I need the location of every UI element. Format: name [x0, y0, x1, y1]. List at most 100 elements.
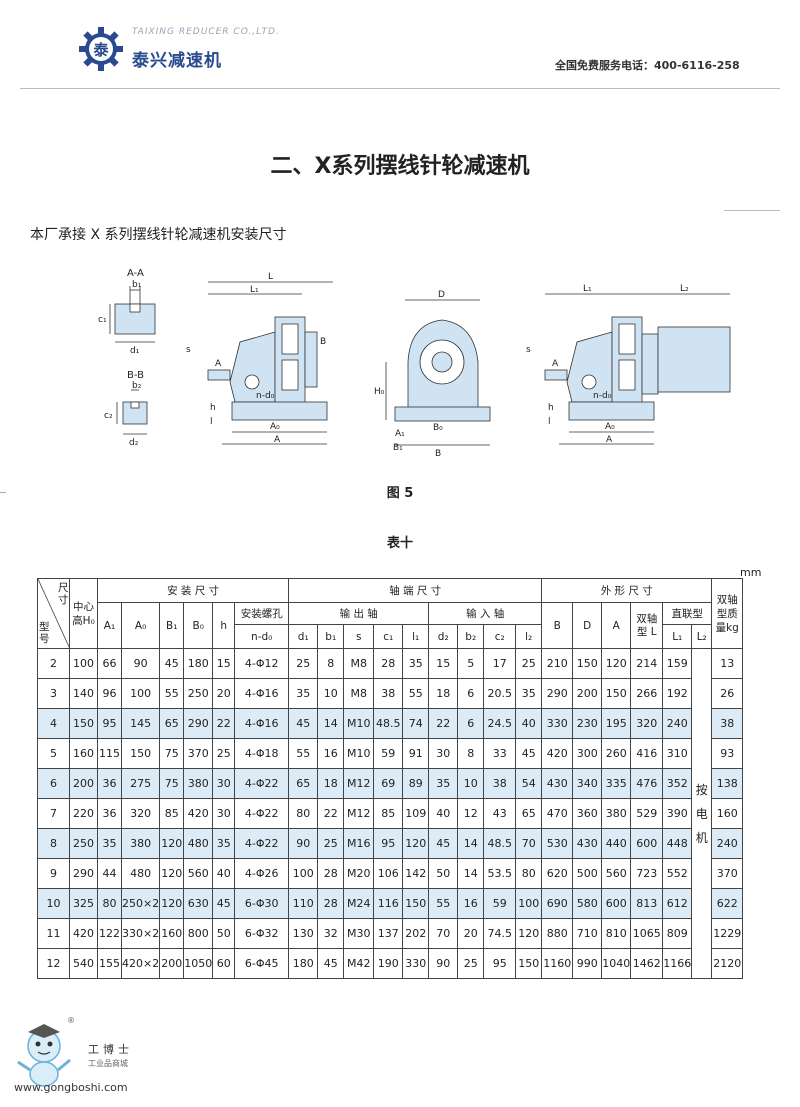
table-cell: 420×2: [120, 948, 161, 979]
table-cell: 38: [373, 678, 404, 709]
table-cell: 80: [515, 858, 543, 889]
table-cell: 200: [69, 768, 98, 799]
section-subtitle: 本厂承接 X 系列摆线针轮减速机安装尺寸: [30, 227, 287, 243]
table-cell: 1050: [183, 948, 214, 979]
table-cell: 160: [159, 918, 185, 949]
col-B1: B₁: [159, 602, 185, 649]
table-cell: 28: [317, 858, 345, 889]
table-cell: 54: [515, 768, 543, 799]
table-cell: 4-Φ16: [234, 708, 290, 739]
margin-mark: [724, 210, 780, 211]
table-cell: 250: [183, 678, 214, 709]
mass-header: 双轴型质量kg: [711, 578, 744, 649]
table-cell: 320: [630, 708, 664, 739]
table-cell: 150: [69, 708, 98, 739]
service-hotline: 全国免费服务电话：400-6116-258: [555, 59, 740, 72]
section-aa-view: A-A b₁ c₁ d₁: [98, 268, 156, 356]
table-cell: 69: [373, 768, 404, 799]
table-cell: 290: [69, 858, 98, 889]
table-cell: 17: [483, 648, 517, 679]
table-cell: 35: [515, 678, 543, 709]
col-l2: l₂: [515, 624, 543, 649]
svg-text:n-d₀: n-d₀: [256, 391, 275, 401]
table-cell: 430: [541, 768, 574, 799]
col-D: D: [572, 602, 603, 649]
table-cell: 66: [97, 648, 122, 679]
svg-text:b₁: b₁: [132, 280, 142, 290]
svg-text:A-A: A-A: [127, 268, 144, 279]
table-cell: 220: [69, 798, 98, 829]
svg-text:B: B: [435, 449, 441, 459]
table-cell: 50: [212, 918, 236, 949]
table-cell: M10: [343, 708, 375, 739]
col-dual-shaft-L: 双轴型 L: [630, 602, 664, 649]
table-cell: 22: [212, 708, 236, 739]
col-A0: A₀: [120, 602, 161, 649]
front-view-drawing: D H₀ A₁ B₀ B B₁: [374, 290, 491, 459]
table-cell: 370: [711, 858, 744, 889]
table-cell: 45: [159, 648, 185, 679]
table-cell: 4-Φ18: [234, 738, 290, 769]
table-cell: 320: [120, 798, 161, 829]
table-cell: M12: [343, 768, 375, 799]
table-cell: 370: [183, 738, 214, 769]
table-cell: 1160: [541, 948, 574, 979]
table-cell: 5: [457, 648, 485, 679]
table-cell: M24: [343, 888, 375, 919]
table-cell: 96: [97, 678, 122, 709]
motor-note: 按电机: [691, 648, 713, 979]
table-cell: 4-Φ16: [234, 678, 290, 709]
table-cell: 18: [317, 768, 345, 799]
table-cell: 40: [428, 798, 459, 829]
unit-label: mm: [740, 566, 762, 579]
table-cell: 250×2: [120, 888, 161, 919]
svg-text:L₂: L₂: [680, 284, 689, 294]
table-cell: 110: [288, 888, 319, 919]
table-cell: 380: [120, 828, 161, 859]
table-cell: 800: [183, 918, 214, 949]
table-cell: 120: [402, 828, 430, 859]
table-cell: 25: [457, 948, 485, 979]
table-cell: 330×2: [120, 918, 161, 949]
table-cell: 109: [402, 798, 430, 829]
table-cell: 30: [212, 798, 236, 829]
table-cell: 310: [662, 738, 693, 769]
table-cell: 10: [457, 768, 485, 799]
svg-text:B₁: B₁: [393, 443, 403, 453]
svg-text:s: s: [526, 345, 531, 355]
table-cell: 440: [601, 828, 632, 859]
table-cell: 390: [662, 798, 693, 829]
footer-url[interactable]: www.gongboshi.com: [14, 1081, 128, 1094]
table-cell: 38: [711, 708, 744, 739]
col-A1: A₁: [97, 602, 122, 649]
table-cell: 32: [317, 918, 345, 949]
svg-text:B₀: B₀: [433, 423, 443, 433]
table-cell: 8: [457, 738, 485, 769]
svg-text:l: l: [548, 417, 551, 427]
table-cell: 142: [402, 858, 430, 889]
table-cell: M30: [343, 918, 375, 949]
table-cell: 120: [601, 648, 632, 679]
brand-english-name: TAIXING REDUCER CO.,LTD.: [132, 27, 280, 37]
table-cell: 35: [288, 678, 319, 709]
table-cell: 275: [120, 768, 161, 799]
table-cell: 150: [515, 948, 543, 979]
col-L1: L₁: [662, 624, 693, 649]
table-cell: 813: [630, 888, 664, 919]
table-cell: 214: [630, 648, 664, 679]
svg-text:c₂: c₂: [104, 411, 113, 421]
table-cell: M12: [343, 798, 375, 829]
table-cell: 38: [483, 768, 517, 799]
brand-chinese-name: 泰兴减速机: [132, 51, 222, 71]
table-cell: 416: [630, 738, 664, 769]
svg-text:A: A: [552, 359, 559, 369]
svg-text:h: h: [548, 403, 554, 413]
svg-text:A₀: A₀: [605, 422, 615, 432]
table-cell: 420: [183, 798, 214, 829]
table-cell: 2120: [711, 948, 744, 979]
table-cell: 22: [317, 798, 345, 829]
table-cell: 120: [159, 828, 185, 859]
